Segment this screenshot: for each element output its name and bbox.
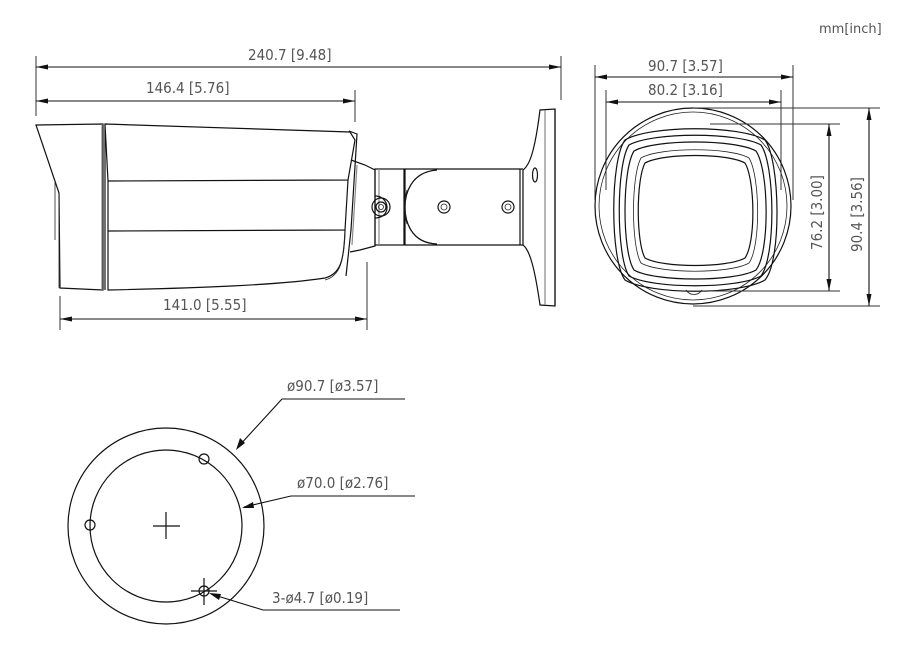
dimension-housing-length: 146.4 [5.76]	[36, 79, 356, 122]
wall-base-plate	[522, 108, 556, 307]
inner-height-label: 76.2 [3.00]	[808, 175, 826, 250]
mount-hole-icon	[84, 519, 96, 531]
dimension-body-length: 141.0 [5.55]	[59, 262, 368, 330]
mount-holes-label: 3-ø4.7 [ø0.19]	[272, 589, 368, 607]
dimension-outer-width: 90.7 [3.57]	[594, 57, 794, 200]
base-view: ø90.7 [ø3.57] ø70.0 [ø2.76] 3-ø4.7 [ø0.1…	[67, 377, 415, 625]
dimension-inner-width: 80.2 [3.16]	[605, 81, 782, 190]
outer-diameter-label: ø90.7 [ø3.57]	[287, 377, 378, 395]
overall-length-label: 240.7 [9.48]	[248, 46, 331, 64]
body-length-label: 141.0 [5.55]	[163, 296, 246, 314]
camera-housing	[35, 123, 376, 291]
mount-hole-icon	[191, 578, 217, 605]
housing-length-label: 146.4 [5.76]	[146, 79, 229, 97]
bolt-circle-label: ø70.0 [ø2.76]	[297, 474, 388, 492]
side-view: 240.7 [9.48] 146.4 [5.76]	[35, 46, 562, 330]
inner-width-label: 80.2 [3.16]	[648, 81, 723, 99]
leader-bolt-circle: ø70.0 [ø2.76]	[242, 474, 415, 508]
screw-icon	[501, 200, 515, 214]
leader-outer-diameter: ø90.7 [ø3.57]	[236, 377, 405, 450]
mount-bracket	[371, 168, 524, 246]
front-view: 90.7 [3.57] 80.2 [3.16]	[594, 57, 880, 307]
outer-width-label: 90.7 [3.57]	[648, 57, 723, 75]
center-mark-icon	[153, 512, 180, 539]
dimension-inner-height: 76.2 [3.00]	[710, 123, 840, 292]
leader-mount-holes: 3-ø4.7 [ø0.19]	[209, 589, 400, 611]
dimension-overall-length: 240.7 [9.48]	[35, 46, 562, 116]
dimension-outer-height: 90.4 [3.56]	[693, 107, 880, 307]
units-label: mm[inch]	[819, 22, 882, 37]
mount-hole-icon	[198, 453, 210, 465]
camera-front-outline	[594, 107, 792, 305]
outer-height-label: 90.4 [3.56]	[848, 177, 866, 252]
screw-icon	[437, 200, 451, 214]
